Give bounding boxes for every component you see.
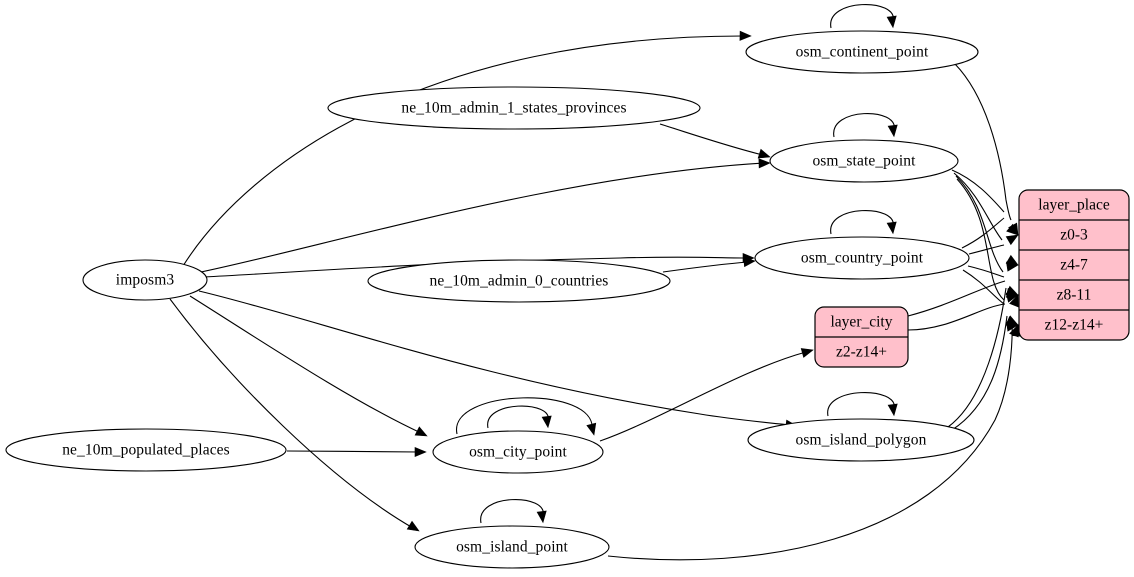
record-cell-layer_place-z4-7[interactable]: z4-7 (1060, 257, 1088, 274)
arrowhead-self-osm_state_point (887, 124, 898, 138)
edge-self-osm_city_point (487, 405, 549, 429)
edge-osm_island_polygon-z12-z14+ (951, 315, 1008, 431)
edge-osm_island_polygon-z8-11 (947, 287, 1007, 428)
arrowhead-imposm3-osm_continent_point (739, 30, 752, 41)
arrowhead-imposm3-osm_island_point (406, 520, 420, 532)
edge-layer_city-z8-11 (907, 280, 1006, 317)
record-body-layer_place (1018, 189, 1130, 341)
edge-osm_state_point-z4-7 (953, 172, 1003, 241)
node-label-osm_island_point: osm_island_point (456, 539, 568, 556)
arrowhead-osm_city_point-layer_city (800, 348, 814, 358)
record-cell-layer_place-z12-z14+[interactable]: z12-z14+ (1045, 317, 1104, 334)
edge-osm_state_point-z0-3 (951, 169, 1005, 213)
arrowhead-ne1states-osm_state_point (757, 148, 771, 159)
arrowhead-self-osm_island_point (536, 510, 547, 524)
edge-osm_island_point-z12-z14+ (607, 317, 1013, 561)
node-osm_island_point[interactable]: osm_island_point (414, 525, 610, 569)
node-ne_10m_populated_places[interactable]: ne_10m_populated_places (5, 428, 287, 472)
record-cell-layer_place-z8-11[interactable]: z8-11 (1057, 287, 1092, 304)
node-ne_10m_admin_1_states_provinces[interactable]: ne_10m_admin_1_states_provinces (327, 86, 701, 130)
record-cell-layer_place-z0-3[interactable]: z0-3 (1060, 227, 1088, 244)
edge-osm_country_point-z0-3 (961, 217, 1005, 249)
node-label-imposm3: imposm3 (116, 272, 175, 289)
edge-osm_country_point-z12-z14+ (962, 269, 1005, 305)
node-osm_state_point[interactable]: osm_state_point (769, 139, 959, 183)
node-shape-ne_10m_admin_1_states_provinces (327, 86, 701, 130)
node-shape-ne_10m_admin_0_countries (367, 259, 671, 303)
edge-osm_country_point-z4-7 (968, 244, 1005, 255)
edge-osm_state_point-z8-11 (955, 175, 1004, 273)
node-ne_10m_admin_0_countries[interactable]: ne_10m_admin_0_countries (367, 259, 671, 303)
node-osm_continent_point[interactable]: osm_continent_point (745, 30, 979, 74)
edges-layer (169, 4, 1023, 561)
arrowhead-nepopulated-osm_city_point (414, 446, 427, 458)
node-label-osm_country_point: osm_country_point (801, 250, 924, 267)
record-cell-layer_city-title[interactable]: layer_city (831, 314, 893, 331)
edge-osm_city_point-layer_city (599, 351, 807, 442)
node-shape-osm_continent_point (745, 30, 979, 74)
node-shape-osm_state_point (769, 139, 959, 183)
edge-self-osm_country_point (830, 210, 894, 235)
node-osm_island_polygon[interactable]: osm_island_polygon (747, 418, 975, 462)
edge-osm_continent_point-z0-3 (954, 63, 1012, 221)
record-cell-layer_city-z2-z14+[interactable]: z2-z14+ (836, 344, 887, 361)
node-shape-imposm3 (82, 259, 208, 301)
node-label-ne_10m_admin_0_countries: ne_10m_admin_0_countries (430, 273, 609, 290)
edge-imposm3-osm_island_polygon (198, 290, 791, 426)
node-imposm3[interactable]: imposm3 (82, 259, 208, 301)
arrowhead-self-osm_city_point-outer (586, 422, 597, 436)
edge-imposm3-osm_island_point (169, 298, 414, 529)
edge-nepopulated-osm_city_point (286, 450, 420, 453)
edge-imposm3-osm_city_point (189, 295, 422, 434)
arrowhead-edge-osm_island_polygon-z8-11 (1009, 294, 1019, 308)
node-label-ne_10m_admin_1_states_provinces: ne_10m_admin_1_states_provinces (401, 100, 626, 117)
node-shape-osm_city_point (432, 430, 604, 474)
arrowhead-edge-layer_city-z8-11 (1005, 292, 1019, 303)
record-node-layer_city[interactable]: layer_city z2-z14+ (814, 306, 909, 368)
arrowhead-self-osm_city_point (541, 415, 552, 429)
arrowhead-self-osm_island_polygon (887, 403, 898, 417)
edge-osm_state_point-z12-z14+ (956, 178, 1005, 301)
edge-self-osm_island_point (480, 499, 544, 524)
node-osm_country_point[interactable]: osm_country_point (754, 236, 970, 280)
node-label-osm_continent_point: osm_continent_point (796, 44, 929, 61)
arrowhead-imposm3-osm_city_point (414, 426, 428, 437)
node-label-osm_city_point: osm_city_point (469, 444, 567, 461)
arrowhead-edge-osm_country_point-z0-3 (1005, 234, 1019, 246)
arrowhead-edge-osm_state_point-z0-3 (1006, 223, 1019, 236)
edge-self-osm_island_polygon (827, 392, 895, 417)
record-node-layer_place[interactable]: layer_place z0-3 z4-7 z8-11 z12-z14+ (1018, 189, 1130, 341)
arrowhead-edge-osm_country_point-z4-7 (1006, 261, 1019, 272)
node-shape-osm_island_polygon (747, 418, 975, 462)
arrowhead-self-osm_country_point (886, 221, 897, 235)
edge-self-osm_state_point (833, 113, 895, 138)
edge-osm_country_point-z8-11 (967, 265, 1005, 278)
edge-self-osm_continent_point (830, 4, 894, 29)
node-osm_city_point[interactable]: osm_city_point (432, 430, 604, 474)
edge-imposm3-osm_state_point (200, 162, 765, 273)
arrowhead-self-osm_continent_point (886, 15, 897, 29)
arrowhead-edge-layer_city-z12-z14+ (1006, 321, 1019, 332)
nodes-layer: imposm3 ne_10m_admin_1_states_provincesne… (5, 30, 1130, 569)
node-shape-osm_island_point (414, 525, 610, 569)
edge-ne0countries-osm_country_point (662, 261, 749, 273)
node-label-osm_state_point: osm_state_point (812, 153, 916, 170)
edge-layer_city-z12-z14+ (907, 303, 1006, 331)
record-cell-layer_place-title[interactable]: layer_place (1038, 197, 1110, 214)
edge-self-osm_city_point-outer (456, 397, 593, 435)
node-label-ne_10m_populated_places: ne_10m_populated_places (62, 442, 230, 459)
edge-ne1states-osm_state_point (659, 123, 764, 156)
arrowhead-imposm3-osm_state_point (758, 158, 771, 169)
node-shape-osm_country_point (754, 236, 970, 280)
arrowhead-ne0countries-osm_country_point (743, 257, 756, 268)
node-shape-ne_10m_populated_places (5, 428, 287, 472)
node-label-osm_island_polygon: osm_island_polygon (796, 432, 927, 449)
edge-imposm3-osm_continent_point (182, 35, 747, 267)
